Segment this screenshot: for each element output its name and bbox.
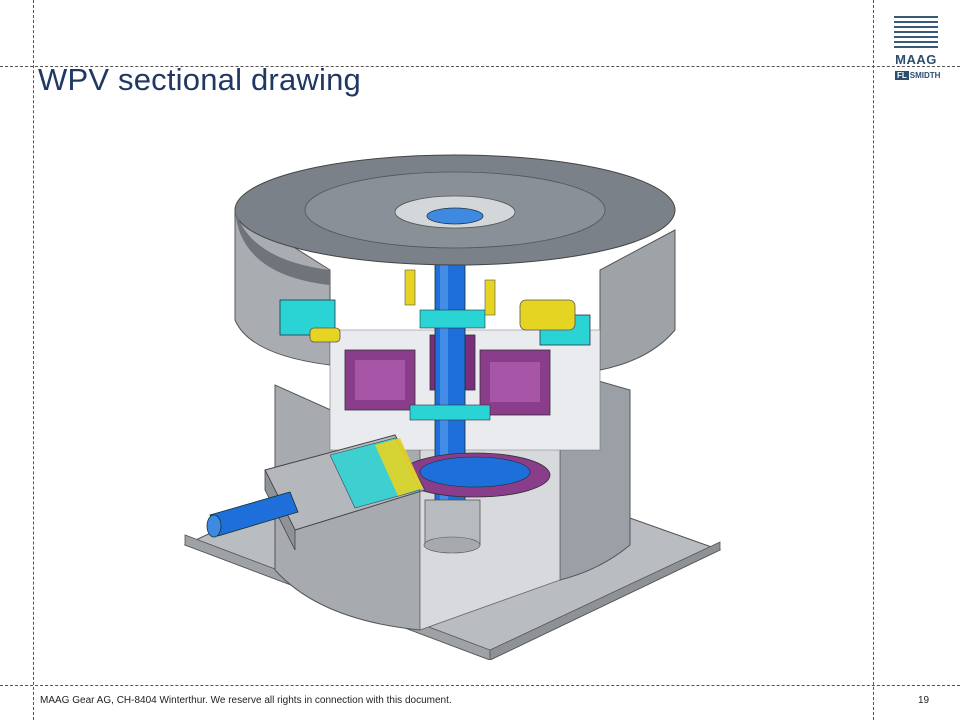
footer-copyright: MAAG Gear AG, CH-8404 Winterthur. We res… xyxy=(40,695,452,706)
page-number: 19 xyxy=(918,695,930,706)
guide-line-top xyxy=(0,66,960,67)
guide-line-right xyxy=(873,0,874,720)
guide-line-left xyxy=(33,0,34,720)
yellow-part-right xyxy=(519,299,576,331)
yellow-part-left xyxy=(309,327,341,343)
slide-title: WPV sectional drawing xyxy=(38,62,361,97)
sectional-drawing-illustration xyxy=(183,154,722,660)
logo-brand: MAAG xyxy=(895,52,937,67)
guide-line-bottom xyxy=(0,685,960,686)
